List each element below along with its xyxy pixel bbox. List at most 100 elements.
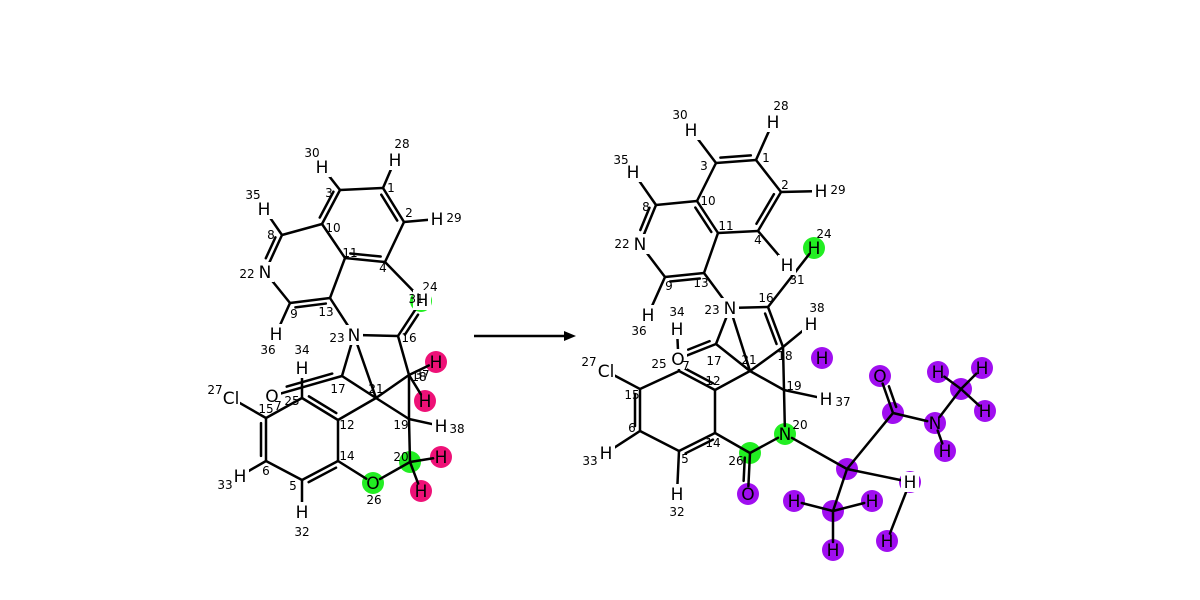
product-atom-index-19: 19 — [786, 379, 801, 393]
product-atom-index-26: 26 — [728, 454, 743, 468]
product-atom-22: N — [634, 235, 647, 255]
product-highlight-20 — [774, 423, 796, 445]
reactant-bond-17-7 — [278, 372, 344, 396]
reactant-bond-25-15 — [264, 396, 304, 420]
reactant-atom-30: H — [316, 158, 329, 178]
reactant-atom-h20a: H — [435, 448, 448, 468]
reactant-atom-index-16: 16 — [401, 331, 416, 345]
reactant-atom-38: H — [435, 417, 448, 437]
reactant-bond-18-h18b — [407, 364, 431, 377]
product-atom-32: H — [671, 485, 684, 505]
product-atom-index-20: 20 — [792, 418, 807, 432]
product-bonds — [611, 128, 981, 544]
reactant-bond-21-23 — [355, 341, 378, 400]
reactant-highlight-h18b — [425, 351, 447, 373]
reactant-bond-26-20 — [378, 460, 412, 481]
product-atom-7: O — [671, 350, 684, 370]
product-bond-13-11 — [702, 231, 720, 275]
reactant-atom-index-9: 9 — [290, 307, 298, 321]
product-atom-index-31: 31 — [789, 273, 804, 287]
reactant-bond-4-31 — [383, 260, 418, 296]
reactant-atom-bg-38 — [432, 416, 450, 436]
reactant-bond-17-21 — [340, 374, 378, 400]
product-bond-26-20 — [748, 436, 780, 455]
product-atom-index-21: 21 — [741, 353, 756, 367]
reactant-atom-bg-22 — [256, 262, 274, 282]
product-atom-28: H — [767, 113, 780, 133]
reactant-bond-8-22 — [264, 233, 284, 266]
reactant-bond-4-11 — [343, 252, 387, 264]
product-atom-index-30: 30 — [672, 108, 687, 122]
reactant-bond-13-23 — [328, 296, 351, 330]
product-bond-21-23 — [731, 314, 752, 373]
reactant-bonds — [236, 166, 435, 506]
product-bond-10-11 — [694, 199, 720, 235]
product-bond-14-26 — [713, 431, 752, 455]
product-bond-13-23 — [702, 271, 727, 303]
product-atom-index-12: 12 — [705, 374, 720, 388]
reactant-atom-h20b: H — [415, 482, 428, 502]
product-atom-index-8: 8 — [642, 200, 650, 214]
product-atom-bg-hc1 — [901, 472, 919, 492]
reactant-atom-index-13: 13 — [318, 305, 333, 319]
reactant-atom-index-20: 20 — [393, 450, 408, 464]
product-bond-ca-cc — [845, 467, 912, 484]
reactant-atom-7: O — [265, 387, 278, 407]
reactant-atom-35: H — [258, 200, 271, 220]
product-atom-hc2: H — [881, 532, 894, 552]
product-atom-oam: O — [873, 367, 886, 387]
reactant-bond-21-12 — [336, 396, 378, 422]
product-bond-19-37 — [782, 388, 820, 399]
reactant-atom-26: O — [366, 474, 379, 494]
reactant-bond-23-16 — [360, 333, 400, 338]
reactant-bond-20-h20b — [408, 460, 420, 485]
product-bond-3-30 — [694, 135, 718, 165]
reactant-atom-bg-29 — [428, 209, 446, 229]
product-bond-20-ca — [790, 436, 849, 471]
reactant-atom-index-34: 34 — [294, 343, 309, 357]
product-bond-4-11 — [716, 229, 760, 235]
product-atom-bg-28 — [764, 112, 782, 132]
reactant-atom-22: N — [259, 263, 272, 283]
product-atom-24: H — [808, 239, 821, 259]
reactant-atom-index-32: 32 — [294, 525, 309, 539]
reactant-atom-bg-34 — [293, 358, 311, 378]
reactant-atom-index-37: 37 — [414, 368, 429, 382]
product-atom-bg-38 — [802, 314, 820, 334]
reactant-atom-36: H — [270, 325, 283, 345]
product-bond-12-25 — [677, 367, 717, 392]
reactant-atom-index-15: 15 — [258, 402, 273, 416]
reactant-bond-18-37 — [407, 373, 423, 396]
reactant-bond-6-33 — [245, 459, 268, 474]
reactant-atom-index-5: 5 — [289, 479, 297, 493]
reactant-atom-bg-31 — [413, 290, 431, 310]
reactant-atom-index-19: 19 — [393, 418, 408, 432]
product-atom-30: H — [685, 121, 698, 141]
product-atom-bg-27 — [597, 361, 615, 381]
reactant-atom-index-4: 4 — [379, 261, 387, 275]
product-bond-1-28 — [754, 128, 771, 162]
product-atom-hme2: H — [976, 359, 989, 379]
product-bond-cam-nam — [891, 411, 929, 423]
product-bond-cme-hme1 — [943, 375, 963, 391]
reactant-bond-3-10 — [318, 188, 342, 226]
product-atom-bg-22 — [631, 234, 649, 254]
reactant-bond-9-13 — [288, 296, 332, 309]
reactant-bond-1-2 — [380, 186, 406, 224]
product-atom-index-1: 1 — [762, 151, 770, 165]
product-bond-cme-hme2 — [959, 372, 978, 391]
product-atom-38: H — [805, 315, 818, 335]
product-bond-21-19 — [748, 369, 786, 392]
product-atom-index-34: 34 — [669, 305, 684, 319]
product-atom-bg-36 — [639, 305, 657, 325]
reactant-atom-bg-27 — [222, 388, 240, 408]
product-bond-15-6 — [633, 387, 642, 433]
product-atom-index-28: 28 — [773, 99, 788, 113]
product-atom-index-13: 13 — [693, 276, 708, 290]
product-highlight-hb3 — [861, 490, 883, 512]
product-atom-index-3: 3 — [700, 159, 708, 173]
reactant-bond-19-38 — [407, 417, 435, 426]
product-atom-hb3: H — [866, 492, 879, 512]
product-bond-19-18 — [781, 345, 786, 392]
